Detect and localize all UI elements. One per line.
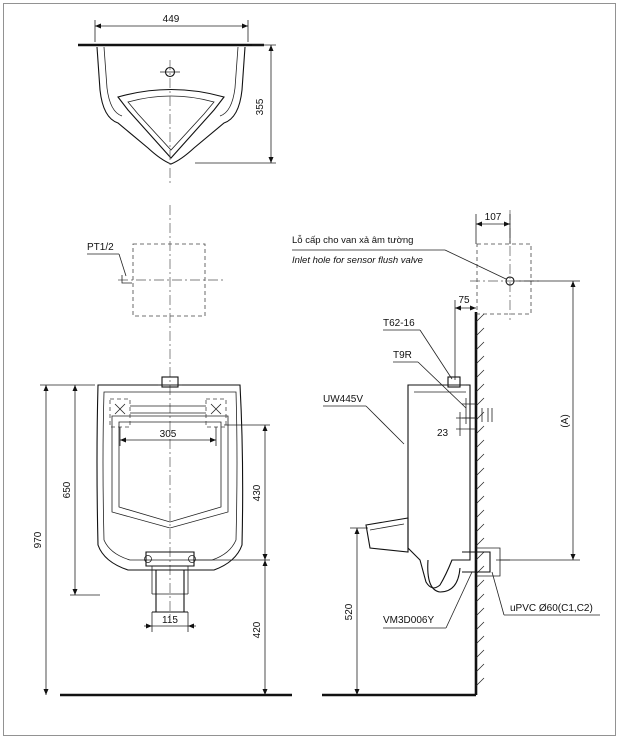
thread-label: PT1/2	[87, 242, 114, 253]
inlet-note-vi: Lỗ cấp cho van xả âm tường	[292, 235, 413, 246]
lower-height-label: 420	[252, 621, 263, 638]
pipe-spec-label: uPVC Ø60(C1,C2)	[510, 603, 593, 614]
outlet-width-label: 115	[162, 615, 178, 626]
variable-height-label: (A)	[560, 414, 571, 427]
front-view: PT1/2 305 115	[33, 205, 292, 697]
body-height-label: 650	[62, 481, 73, 498]
hanger-spacing-label: 305	[160, 429, 177, 440]
inlet-note-en: Inlet hole for sensor flush valve	[292, 255, 423, 266]
bracket-model-label: T9R	[393, 350, 412, 361]
plan-width-label: 449	[163, 14, 180, 25]
inlet-offset-label: 107	[485, 212, 502, 223]
upper-height-label: 430	[252, 484, 263, 501]
plan-depth-label: 355	[255, 98, 266, 115]
side-view: 107 Lỗ cấp cho van xả âm tường Inlet hol…	[292, 210, 600, 697]
drawing-frame	[3, 3, 616, 736]
gap-label: 23	[437, 428, 449, 439]
wall-hatching	[475, 313, 485, 687]
spud-offset-label: 75	[458, 295, 470, 306]
trap-model-label: VM3D006Y	[383, 615, 434, 626]
urinal-model-label: UW445V	[323, 394, 363, 405]
total-height-label: 970	[33, 531, 44, 548]
plan-view: 449 355	[78, 14, 276, 185]
spud-model-label: T62-16	[383, 318, 415, 329]
rim-height-label: 520	[344, 603, 355, 620]
